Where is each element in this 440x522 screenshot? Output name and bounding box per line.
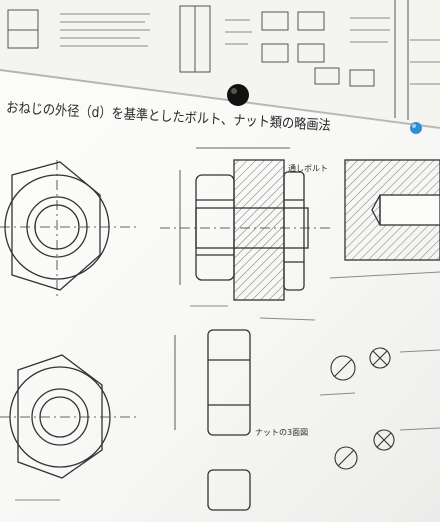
main-poster <box>0 69 440 522</box>
upper-poster <box>0 0 440 128</box>
nut-note-label: ナットの3面図 <box>255 428 308 437</box>
bolt-side-view <box>160 147 330 301</box>
bolt-note-label: 通しボルト <box>288 163 328 173</box>
small-print <box>15 271 440 501</box>
pushpin-blue <box>410 122 422 134</box>
hex-nut-front-top <box>0 160 140 300</box>
hex-nut-front-bottom <box>0 354 140 479</box>
technical-drawing <box>0 147 440 511</box>
pushpin-black <box>227 84 249 106</box>
nut-side-view <box>174 329 251 511</box>
symbol-circles <box>330 347 395 470</box>
section-view-right <box>344 159 440 261</box>
